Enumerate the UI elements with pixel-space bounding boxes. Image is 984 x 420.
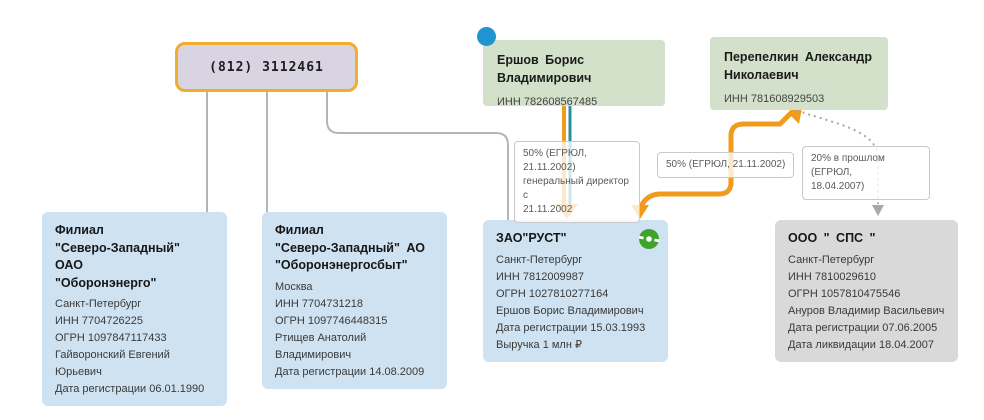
company-title: Филиал "Северо-Западный" ОАО "Оборонэнер… [55,223,180,290]
edge-phone-rust [326,92,509,220]
company-revenue: Выручка 1 млн ₽ [496,338,582,351]
company-inn: ИНН 7704731218 [275,297,364,310]
person-name: Ершов Борис Владимирович [497,53,592,85]
company-node-rust[interactable]: ЗАО"РУСТ" Санкт-Петербург ИНН 7812009987… [483,220,668,362]
company-title: ООО " СПС " [788,231,876,245]
phone-node[interactable]: (812) 3112461 [175,42,358,92]
person-inn: ИНН 782608567485 [497,96,598,108]
company-node-sps[interactable]: ООО " СПС " Санкт-Петербург ИНН 78100296… [775,220,958,362]
company-director: Ершов Борис Владимирович [496,304,644,317]
company-inn: ИНН 7704726225 [55,315,144,327]
company-reg-date: Дата регистрации 07.06.2005 [788,321,938,334]
company-title: ЗАО"РУСТ" [496,231,567,245]
company-city: Санкт-Петербург [496,253,583,266]
edge-label-perepelkin-rust: 50% (ЕГРЮЛ, 21.11.2002) [657,152,795,178]
company-director: Ануров Владимир Васильевич [788,304,945,317]
company-liquidation-date: Дата ликвидации 18.04.2007 [788,338,935,351]
blue-marker-dot-icon [477,27,496,46]
company-reg-date: Дата регистрации 06.01.1990 [55,383,205,395]
person-name: Перепелкин Александр Николаевич [724,50,879,82]
person-node-ershov[interactable]: Ершов Борис Владимирович ИНН 78260856748… [483,40,665,108]
company-title: Филиал "Северо-Западный" АО "Оборонэнерг… [275,223,425,272]
company-ogrn: ОГРН 1057810475546 [788,287,901,300]
person-inn: ИНН 781608929503 [724,93,825,105]
edge-label-ershov-rust: 50% (ЕГРЮЛ, 21.11.2002) генеральный дире… [514,141,640,223]
company-city: Москва [275,280,313,293]
arrowhead-perepelkin-top [789,108,802,124]
edge-label-perepelkin-sps: 20% в прошлом (ЕГРЮЛ, 18.04.2007) [802,146,930,200]
company-node-branch-oboronenergosbyt[interactable]: Филиал "Северо-Западный" АО "Оборонэнерг… [262,212,447,389]
person-node-perepelkin[interactable]: Перепелкин Александр Николаевич ИНН 7816… [710,37,888,110]
active-company-status-icon [639,229,659,249]
arrowhead-perepelkin-sps [872,205,884,216]
company-city: Санкт-Петербург [55,298,142,310]
company-city: Санкт-Петербург [788,253,875,266]
phone-number: (812) 3112461 [209,59,324,75]
company-ogrn: ОГРН 1027810277164 [496,287,609,300]
company-director: Ртищев Анатолий Владимирович [275,331,367,361]
company-ogrn: ОГРН 1097847117433 [55,332,167,344]
company-reg-date: Дата регистрации 15.03.1993 [496,321,646,334]
company-ogrn: ОГРН 1097746448315 [275,314,388,327]
company-director: Гайворонский Евгений Юрьевич [55,349,170,378]
edge-perepelkin-rust [637,104,800,210]
company-inn: ИНН 7812009987 [496,270,585,283]
company-node-branch-oboronenergo[interactable]: Филиал "Северо-Западный" ОАО "Оборонэнер… [42,212,227,406]
company-reg-date: Дата регистрации 14.08.2009 [275,365,425,378]
company-inn: ИНН 7810029610 [788,270,877,283]
